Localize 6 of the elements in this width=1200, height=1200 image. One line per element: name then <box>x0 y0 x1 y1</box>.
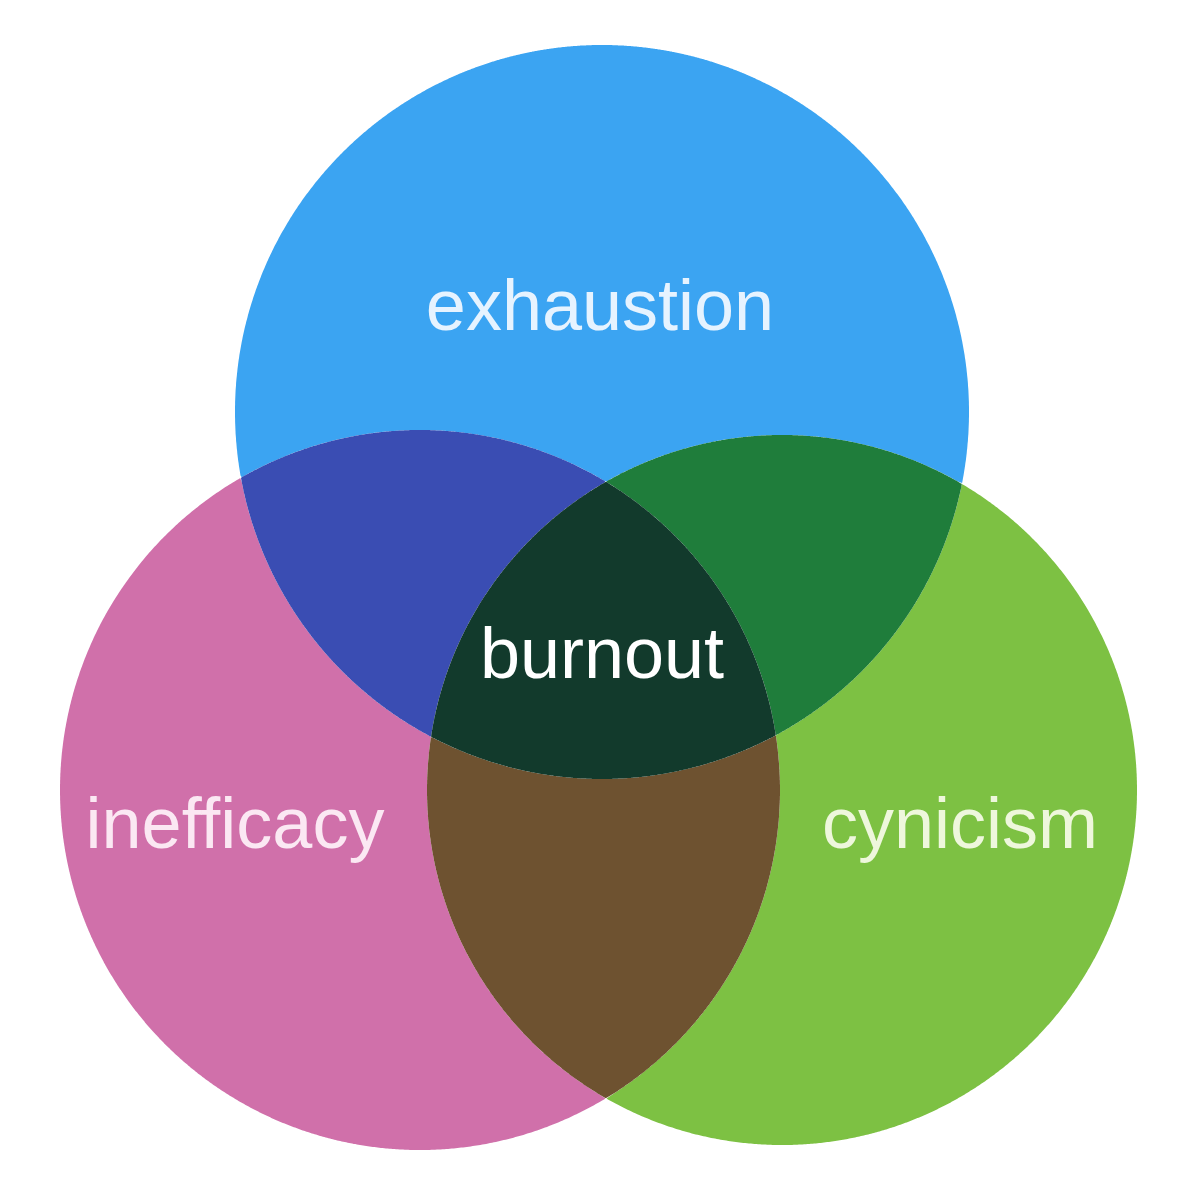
region-label: inefficacy <box>85 783 385 863</box>
overlap-region <box>427 735 780 1099</box>
region-label: exhaustion <box>425 265 775 345</box>
region-label: cynicism <box>822 783 1098 863</box>
intersection-region <box>431 481 776 779</box>
region-label: burnout <box>479 613 725 693</box>
